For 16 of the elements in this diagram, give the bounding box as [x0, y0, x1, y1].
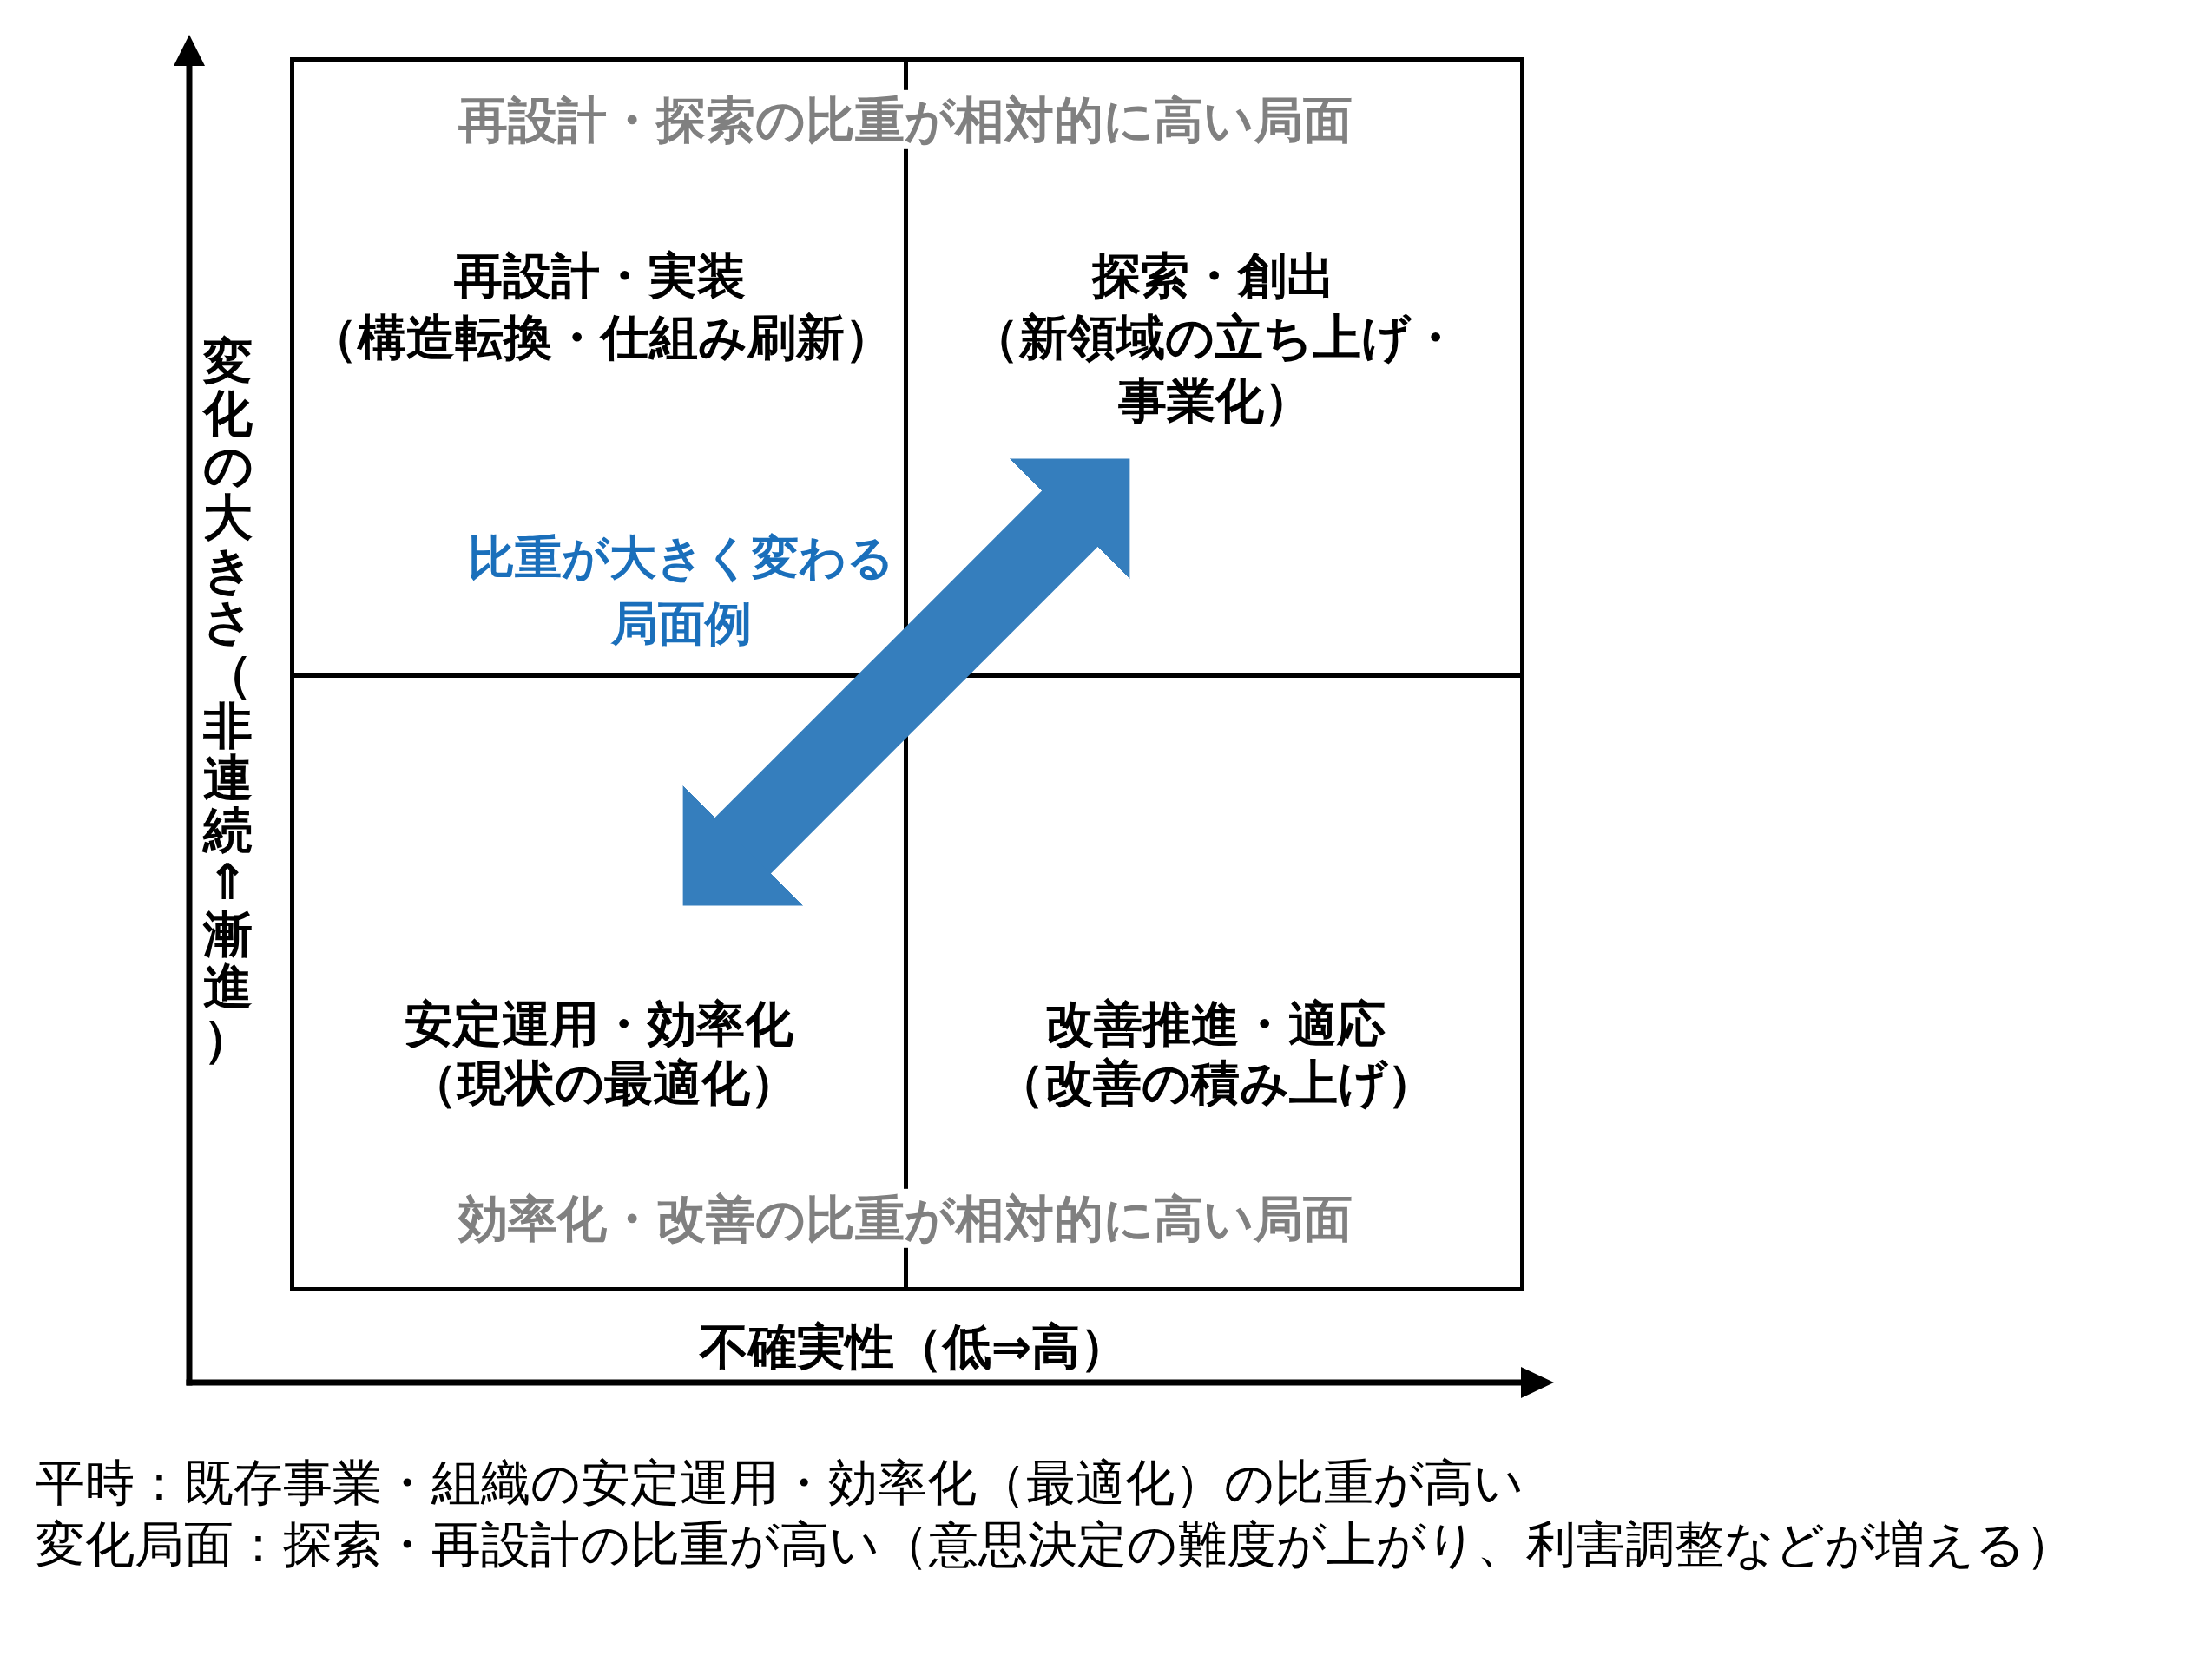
phase-caption: 再設計・探索の比重が相対的に高い局面	[458, 89, 1353, 150]
quadrant-title: 安定運用・効率化	[405, 994, 793, 1054]
phase-caption: 効率化・改善の比重が相対的に高い局面	[458, 1188, 1353, 1249]
quadrant-title: 改善推進・適応	[1045, 994, 1386, 1054]
double-arrow	[682, 458, 1130, 906]
note-text: 変化局面：探索・再設計の比重が高い（意思決定の難度が上がり、利害調整などが増える）	[36, 1514, 2075, 1574]
quadrant-subtitle: （現状の最適化）	[408, 1053, 799, 1113]
note-text: 平時：既存事業・組織の安定運用・効率化（最適化）の比重が高い	[36, 1452, 1524, 1513]
quadrant-subtitle: （改善の積み上げ）	[995, 1053, 1436, 1113]
axis-label: 変化の大きさ（非連続⇑漸進）	[202, 335, 253, 1064]
quadrant-title: 探索・創出	[1092, 246, 1335, 305]
quadrant-subtitle: （構造転換・仕組み刷新）	[308, 307, 893, 367]
quadrant-title: 再設計・実装	[454, 246, 746, 305]
quadrant-subtitle: （新領域の立ち上げ・事業化）	[970, 308, 1461, 430]
axis-label: 不確実性（低⇒高）	[699, 1317, 1129, 1376]
edge-label: 比重が大きく変わる局面例	[467, 529, 896, 653]
